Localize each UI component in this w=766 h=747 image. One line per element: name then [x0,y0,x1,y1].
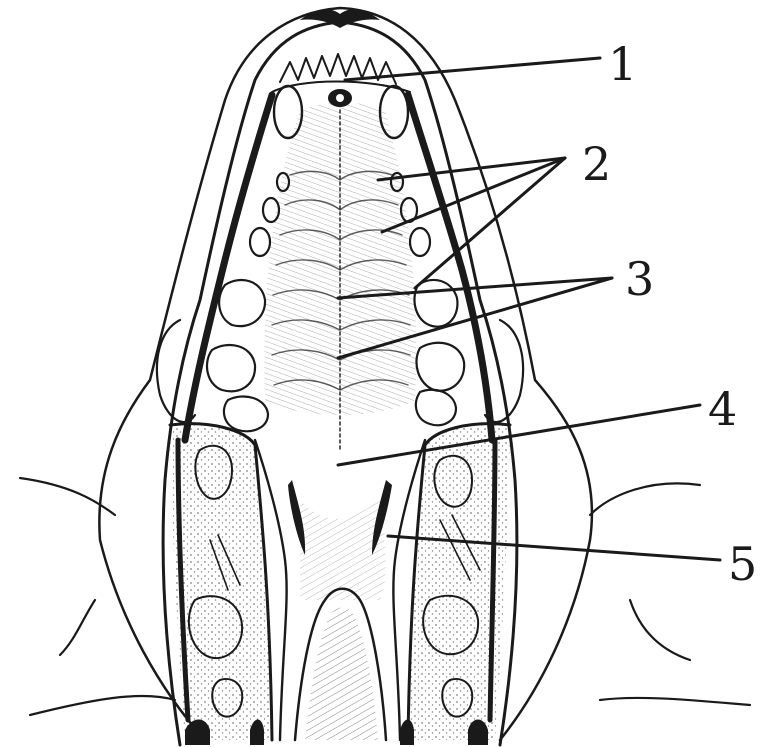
label-2: 2 [582,137,611,191]
label-4: 4 [708,382,737,436]
lateral-tissue-right [400,424,510,745]
pharynx-interior [305,608,378,741]
gum-line-left [185,95,272,440]
label-1: 1 [608,37,637,91]
lateral-tissue-left [170,424,272,745]
label-5: 5 [728,537,757,591]
label-3: 3 [625,252,654,306]
leader-line-4 [338,405,700,465]
